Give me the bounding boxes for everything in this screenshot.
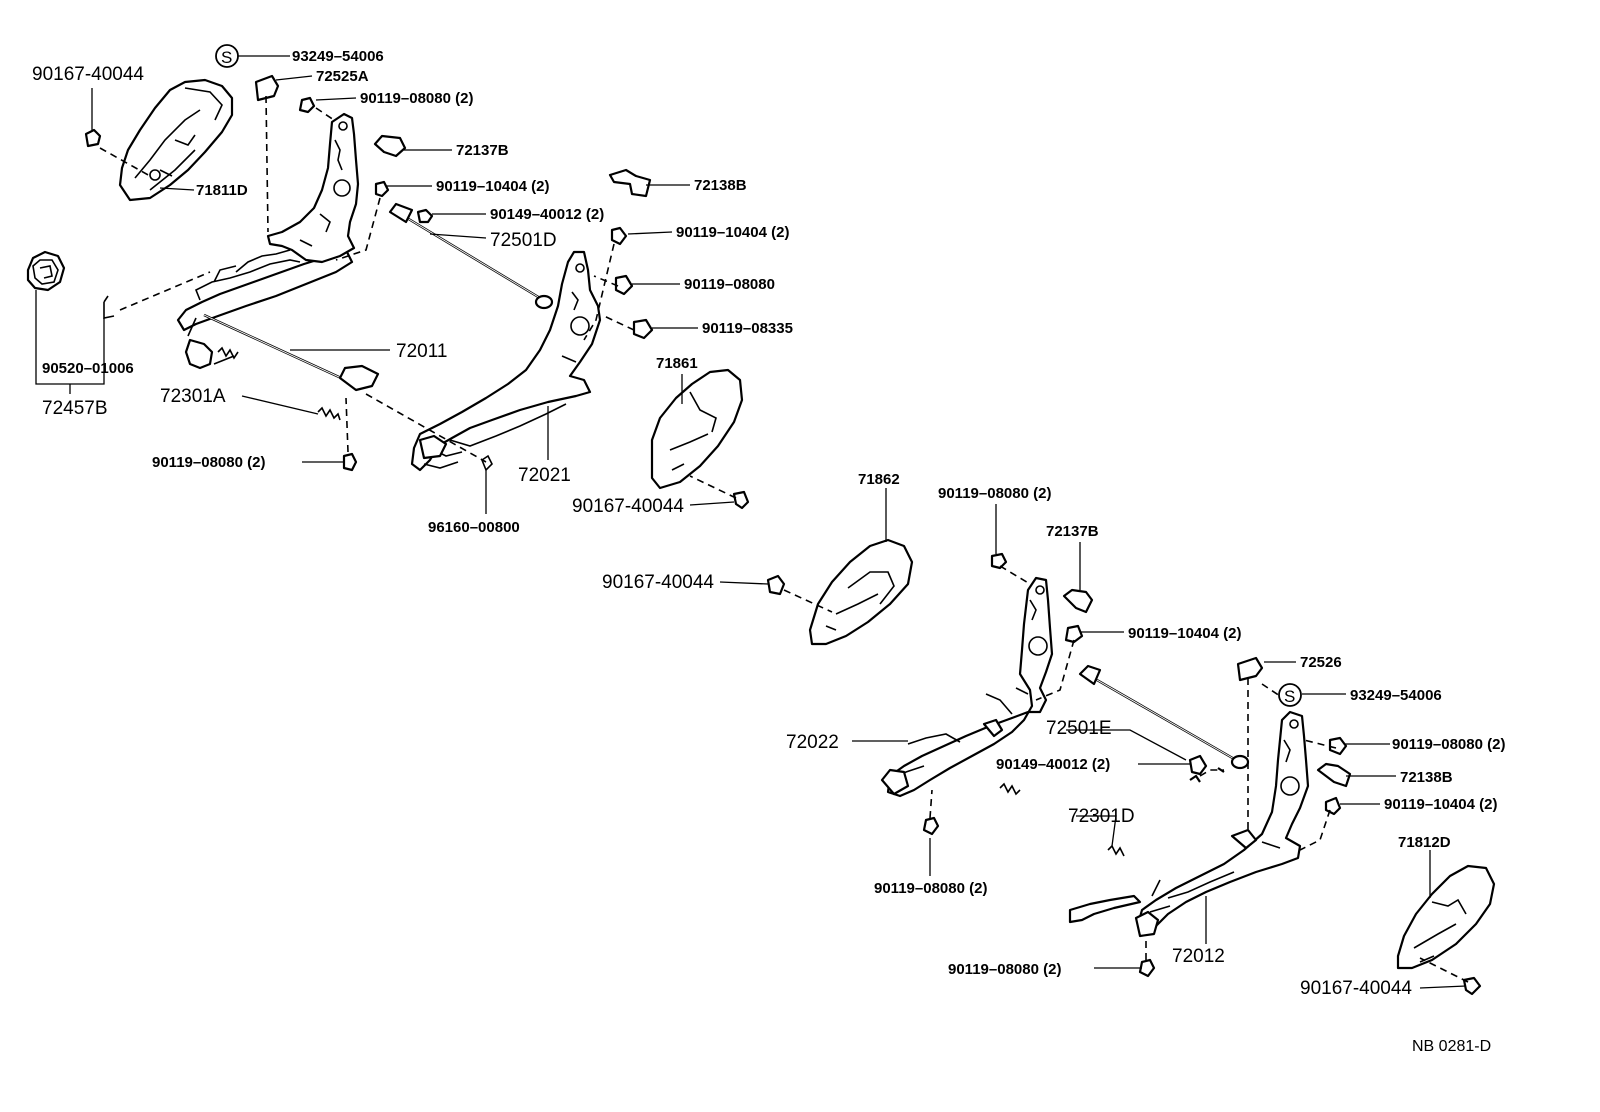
label-72137b-lower: 72137B bbox=[1046, 523, 1099, 540]
part-71861-cover bbox=[650, 368, 744, 490]
label-90149-40012-2-lower: 90149–40012 (2) bbox=[996, 756, 1110, 773]
label-72138b-lower: 72138B bbox=[1400, 769, 1453, 786]
label-72137b-upper: 72137B bbox=[456, 142, 509, 159]
label-90119-10404-2-lower: 90119–10404 (2) bbox=[1128, 625, 1241, 642]
part-71862-cover bbox=[808, 538, 914, 646]
label-72011: 72011 bbox=[396, 341, 447, 362]
label-72501e: 72501E bbox=[1046, 718, 1112, 739]
part-72137b-lower bbox=[1062, 588, 1094, 614]
label-90149-40012-2-upper: 90149–40012 (2) bbox=[490, 206, 604, 223]
part-72501e-rod bbox=[1078, 664, 1250, 770]
clip-90520-01006 bbox=[103, 295, 115, 319]
label-90119-08080-2-lower-right: 90119–08080 (2) bbox=[1392, 736, 1505, 753]
part-72012-track bbox=[1134, 710, 1310, 938]
part-72021-track bbox=[410, 250, 602, 472]
label-71861: 71861 bbox=[656, 355, 698, 372]
label-72457b: 72457B bbox=[42, 398, 108, 419]
label-93249-54006-upper: 93249–54006 bbox=[292, 48, 384, 65]
label-71811d: 71811D bbox=[196, 182, 248, 199]
label-72022: 72022 bbox=[786, 732, 839, 753]
label-90119-08080-2-bottom: 90119–08080 (2) bbox=[948, 961, 1061, 978]
part-72012-handle bbox=[1068, 894, 1142, 924]
part-72137b-upper bbox=[373, 134, 407, 158]
bracket-72011-end bbox=[338, 364, 380, 392]
label-90119-10404-2-mid: 90119–10404 (2) bbox=[676, 224, 789, 241]
fasteners-upper bbox=[84, 96, 750, 510]
fasteners-lower bbox=[766, 552, 1482, 996]
label-72525a: 72525A bbox=[316, 68, 369, 85]
label-90119-08080-2-lower-top: 90119–08080 (2) bbox=[938, 485, 1051, 502]
label-93249-54006-lower: 93249–54006 bbox=[1350, 687, 1442, 704]
label-90167-40044-mid: 90167-40044 bbox=[572, 496, 684, 517]
label-90167-40044-bottom: 90167-40044 bbox=[1300, 978, 1412, 999]
label-72501d: 72501D bbox=[490, 230, 557, 251]
label-72301d: 72301D bbox=[1068, 806, 1135, 827]
s-symbol-upper: S bbox=[221, 48, 232, 67]
part-72301d-spring bbox=[999, 782, 1125, 857]
s-symbol-circle-lower bbox=[1278, 683, 1302, 707]
part-72011-track bbox=[176, 248, 354, 370]
part-72526-clip bbox=[1236, 656, 1264, 682]
part-left-recliner-arm bbox=[235, 112, 360, 273]
label-71812d: 71812D bbox=[1398, 834, 1451, 851]
label-90119-10404-2-lower-right: 90119–10404 (2) bbox=[1384, 796, 1497, 813]
part-72138b-lower bbox=[1316, 762, 1352, 788]
label-71862: 71862 bbox=[858, 471, 900, 488]
label-72138b-upper: 72138B bbox=[694, 177, 747, 194]
label-96160-00800: 96160–00800 bbox=[428, 519, 520, 536]
label-90167-40044-upper-left: 90167-40044 bbox=[32, 64, 144, 85]
label-72021: 72021 bbox=[518, 465, 571, 486]
dash-lines-lower bbox=[783, 565, 1469, 983]
part-72457b-knob bbox=[26, 250, 66, 292]
label-72012: 72012 bbox=[1172, 946, 1225, 967]
part-72501d-rod bbox=[388, 202, 554, 310]
label-90119-08335: 90119–08335 bbox=[702, 320, 793, 337]
label-90520-01006: 90520–01006 bbox=[42, 360, 134, 377]
part-72525a-clip bbox=[254, 74, 280, 102]
part-72022-track bbox=[880, 576, 1054, 798]
part-71812d-cover bbox=[1396, 864, 1496, 970]
dash-lines-upper bbox=[99, 95, 737, 499]
label-90119-08080-2-left: 90119–08080 (2) bbox=[152, 454, 265, 471]
part-labels: 90167-40044 93249–54006 72525A 90119–080… bbox=[32, 48, 1505, 1055]
label-90119-10404-2-upper: 90119–10404 (2) bbox=[436, 178, 549, 195]
label-90119-08080-2-lower-bottom: 90119–08080 (2) bbox=[874, 880, 987, 897]
part-72301a-spring bbox=[217, 346, 341, 421]
leader-lines bbox=[35, 55, 1467, 989]
label-72301a: 72301A bbox=[160, 386, 226, 407]
label-90119-08080-2-upper: 90119–08080 (2) bbox=[360, 90, 473, 107]
diagram-code: NB 0281-D bbox=[1412, 1038, 1491, 1055]
label-90167-40044-lower-left: 90167-40044 bbox=[602, 572, 714, 593]
label-72526: 72526 bbox=[1300, 654, 1342, 671]
part-71811d-cover bbox=[118, 78, 234, 202]
label-90119-08080: 90119–08080 bbox=[684, 276, 775, 293]
part-72138b-upper bbox=[608, 168, 652, 198]
s-symbol-lower: S bbox=[1284, 687, 1295, 706]
